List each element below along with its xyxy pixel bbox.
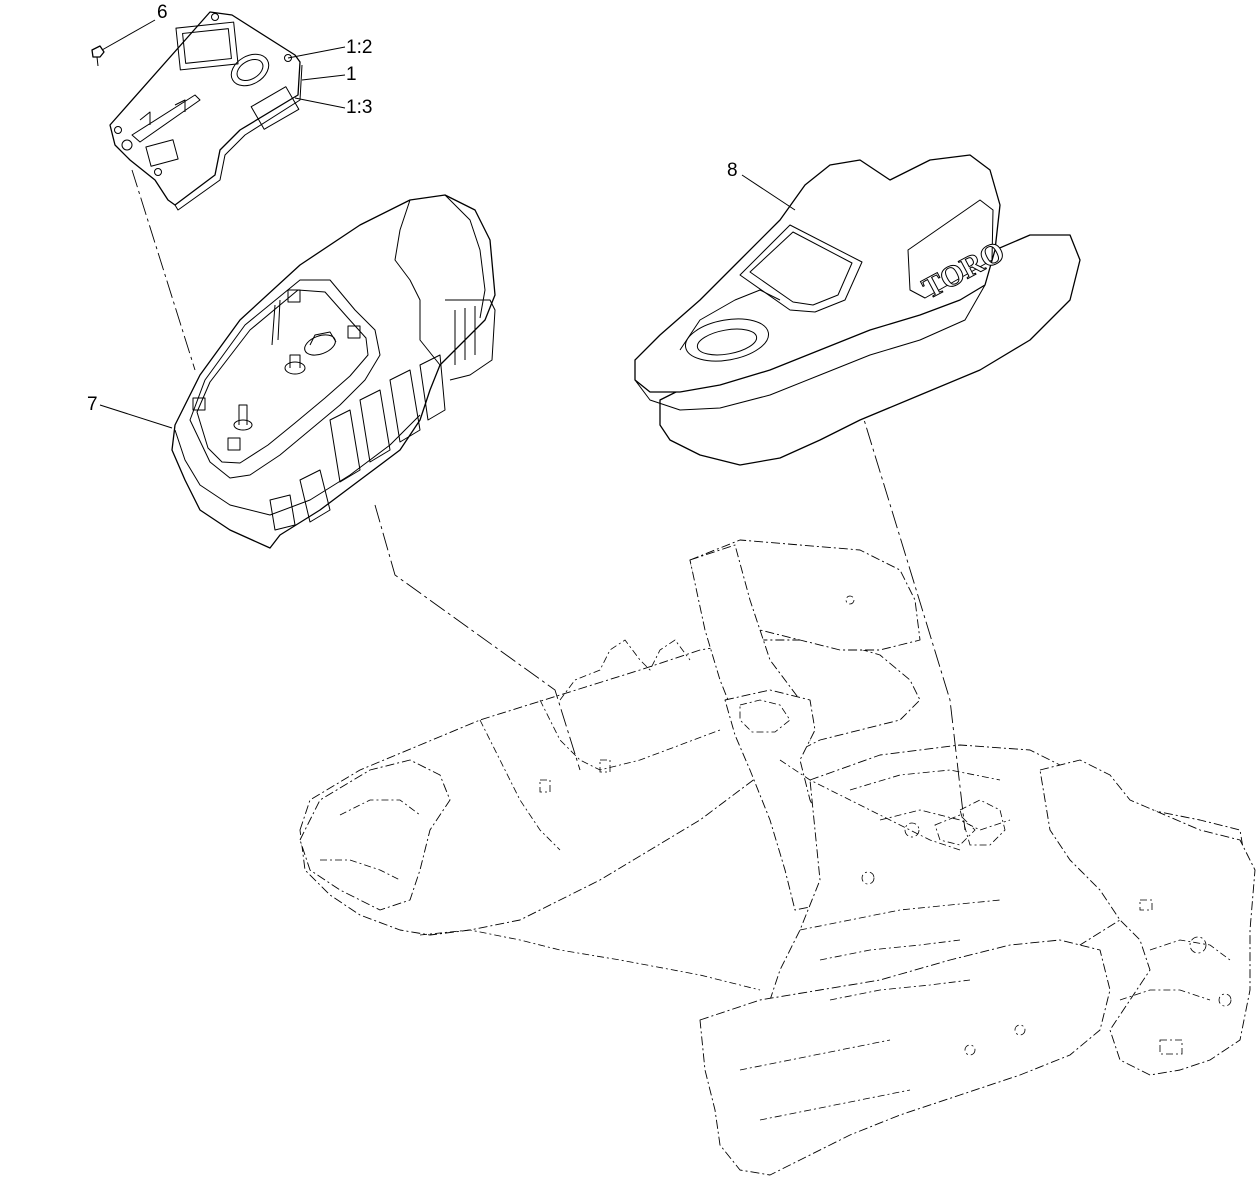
console-top-rim — [189, 279, 381, 479]
bracket-rect-opening — [175, 21, 239, 71]
leader-1-2 — [287, 46, 346, 59]
part-7-console — [171, 194, 496, 549]
centerline-bracket-to-console — [131, 169, 196, 371]
leader-1-3 — [294, 97, 346, 109]
alignment-centerlines — [131, 169, 966, 831]
cover-cup-holder — [684, 318, 770, 362]
frame-details — [320, 595, 1232, 1121]
part-8-cover: TORO — [634, 154, 1081, 466]
callout-1-2: 1:2 — [346, 37, 373, 58]
cover-logo-plate — [907, 199, 994, 299]
leader-1 — [301, 74, 346, 81]
callout-7: 7 — [87, 394, 98, 415]
console-key-boss — [284, 361, 306, 375]
callout-8: 8 — [727, 160, 738, 181]
bracket-slot — [131, 94, 201, 143]
centerline-cover-to-frame — [857, 399, 966, 831]
cover-main-body — [634, 154, 1001, 393]
part-6-bolt — [91, 45, 105, 67]
frame-right-member — [1039, 759, 1256, 1076]
leader-6 — [101, 19, 156, 51]
frame-lower-bumper — [699, 939, 1111, 1176]
callout-1: 1 — [346, 64, 357, 85]
cover-rect-opening — [739, 224, 863, 313]
centerline-console-to-frame — [374, 504, 581, 771]
leader-lines — [99, 19, 796, 429]
bracket-round-opening — [230, 53, 270, 87]
leader-7 — [99, 404, 173, 429]
chassis-frame — [299, 539, 1256, 1176]
frame-left-footplate — [299, 759, 451, 911]
callout-6: 6 — [157, 2, 168, 23]
callout-1-3: 1:3 — [346, 97, 373, 118]
leader-8 — [741, 174, 796, 211]
part-1-bracket — [109, 11, 303, 211]
